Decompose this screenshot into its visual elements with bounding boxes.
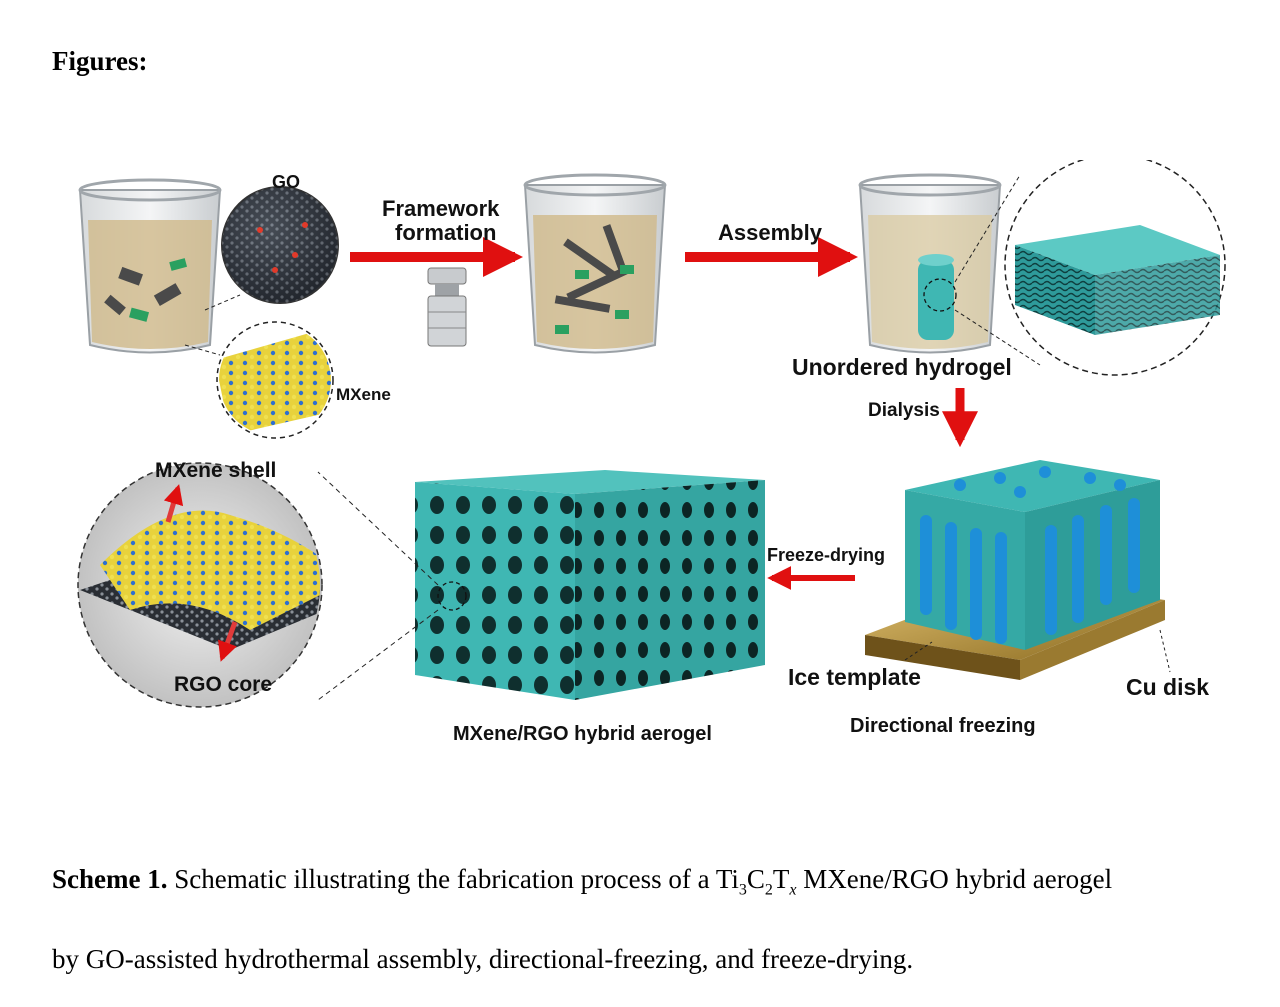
go-label: GO bbox=[272, 172, 300, 192]
caption-line-1: Scheme 1. Schematic illustrating the fab… bbox=[52, 864, 1113, 899]
beaker-hydrogel bbox=[858, 173, 1002, 354]
rgo-core-label: RGO core bbox=[174, 673, 272, 696]
assembly-label: Assembly bbox=[718, 220, 823, 245]
framework-label-line1: Framework bbox=[382, 196, 500, 221]
framework-label-line2: formation bbox=[395, 220, 496, 245]
mxene-shell-label: MXene shell bbox=[155, 459, 276, 482]
directional-freezing-label: Directional freezing bbox=[850, 715, 1036, 737]
mxene-sphere-inset bbox=[184, 321, 334, 439]
unordered-hydrogel-label: Unordered hydrogel bbox=[792, 354, 1012, 380]
aerogel-block bbox=[415, 470, 765, 700]
caption-label: Scheme 1. bbox=[52, 864, 168, 894]
aerogel-label: MXene/RGO hybrid aerogel bbox=[453, 723, 712, 745]
figures-heading: Figures: bbox=[52, 46, 148, 76]
mxene-label: MXene bbox=[336, 385, 391, 404]
dialysis-label: Dialysis bbox=[868, 400, 940, 421]
cu-disk-label: Cu disk bbox=[1126, 674, 1209, 700]
core-shell-inset bbox=[77, 462, 439, 708]
caption-line-2: by GO-assisted hydrothermal assembly, di… bbox=[52, 944, 914, 974]
freeze-drying-label: Freeze-drying bbox=[767, 545, 885, 565]
fabrication-scheme: GO MXene Framework formation Assembl bbox=[77, 160, 1226, 745]
hydrogel-inset-circle bbox=[954, 160, 1226, 376]
caption-text-before: Schematic illustrating the fabrication p… bbox=[167, 864, 739, 894]
go-sphere-inset bbox=[204, 186, 339, 311]
beaker-framework bbox=[523, 173, 667, 354]
autoclave-icon bbox=[427, 267, 467, 347]
ice-template-block bbox=[865, 460, 1165, 680]
caption-text-after: MXene/RGO hybrid aerogel bbox=[796, 864, 1113, 894]
beaker-precursor bbox=[78, 178, 222, 354]
ice-template-label: Ice template bbox=[788, 664, 921, 690]
